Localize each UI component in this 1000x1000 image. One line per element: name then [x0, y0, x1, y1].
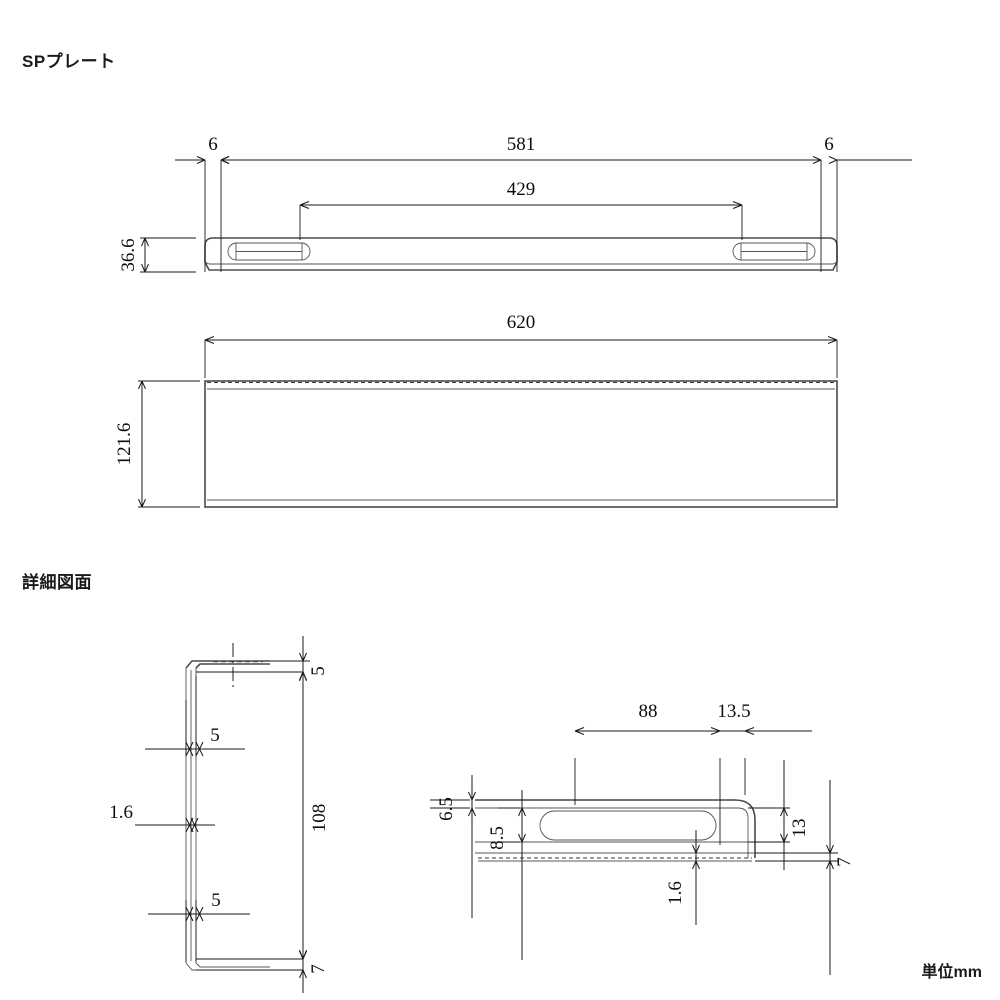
dimension-detail-5-top: 5	[270, 636, 329, 681]
dim-label-detail-right-1-6: 1.6	[665, 881, 686, 905]
unit-note: 単位mm	[921, 964, 982, 981]
dimension-detail-7: 7	[299, 944, 329, 993]
slot-outline	[539, 810, 717, 841]
dimension-detail-right-1-6: 1.6	[665, 830, 700, 925]
dim-label-detail-5-upper: 5	[210, 725, 220, 746]
page-title-sp-plate: SPプレート	[22, 52, 116, 71]
dimension-detail-13-5: 13.5	[717, 701, 812, 795]
dim-label-detail-6-5: 6.5	[436, 797, 457, 821]
slot-right	[732, 242, 816, 261]
dim-label-36-6: 36.6	[118, 238, 139, 271]
dim-label-detail-1-6: 1.6	[109, 802, 133, 823]
dim-label-detail-108: 108	[309, 804, 330, 833]
dimension-620: 620	[204, 312, 838, 378]
dimension-36-6: 36.6	[118, 237, 196, 273]
dimension-121-6: 121.6	[114, 380, 200, 508]
slot-left	[227, 242, 311, 261]
dim-label-detail-8-5: 8.5	[487, 826, 508, 850]
dim-label-620: 620	[507, 312, 536, 333]
dim-label-detail-13: 13	[789, 819, 810, 838]
dim-label-detail-right-7: 7	[834, 857, 855, 867]
dim-label-6-left: 6	[208, 134, 218, 155]
dimension-detail-8-5: 8.5	[487, 790, 526, 960]
section-title-detail-drawing: 詳細図面	[22, 573, 92, 592]
dimension-detail-5-upper: 5	[145, 676, 245, 757]
dim-label-detail-7: 7	[308, 964, 329, 974]
dim-label-detail-5-top: 5	[308, 666, 329, 676]
dim-label-detail-88: 88	[639, 701, 658, 722]
top-edge-view-geometry	[204, 237, 838, 271]
front-plate-view-geometry	[204, 380, 838, 508]
dimension-detail-right-7: 7	[755, 780, 855, 975]
dimension-581: 581	[220, 134, 822, 164]
dimension-detail-1-6: 1.6	[109, 802, 215, 833]
dim-label-6-right: 6	[824, 134, 834, 155]
dim-label-581: 581	[507, 134, 536, 155]
dimension-detail-13: 13	[748, 760, 810, 870]
dimension-429: 429	[299, 179, 743, 240]
dim-label-429: 429	[507, 179, 536, 200]
dim-label-detail-5-lower: 5	[211, 890, 221, 911]
dimension-detail-108: 108	[299, 671, 330, 960]
detail-left-geometry	[185, 643, 303, 971]
detail-right-geometry	[475, 799, 756, 862]
dim-label-121-6: 121.6	[114, 423, 135, 466]
dim-label-detail-13-5: 13.5	[717, 701, 750, 722]
dimension-detail-88: 88	[574, 701, 721, 845]
dimension-6-right: 6	[791, 134, 912, 272]
dimension-detail-5-lower: 5	[148, 890, 250, 962]
dimension-detail-6-5: 6.5	[430, 775, 476, 918]
